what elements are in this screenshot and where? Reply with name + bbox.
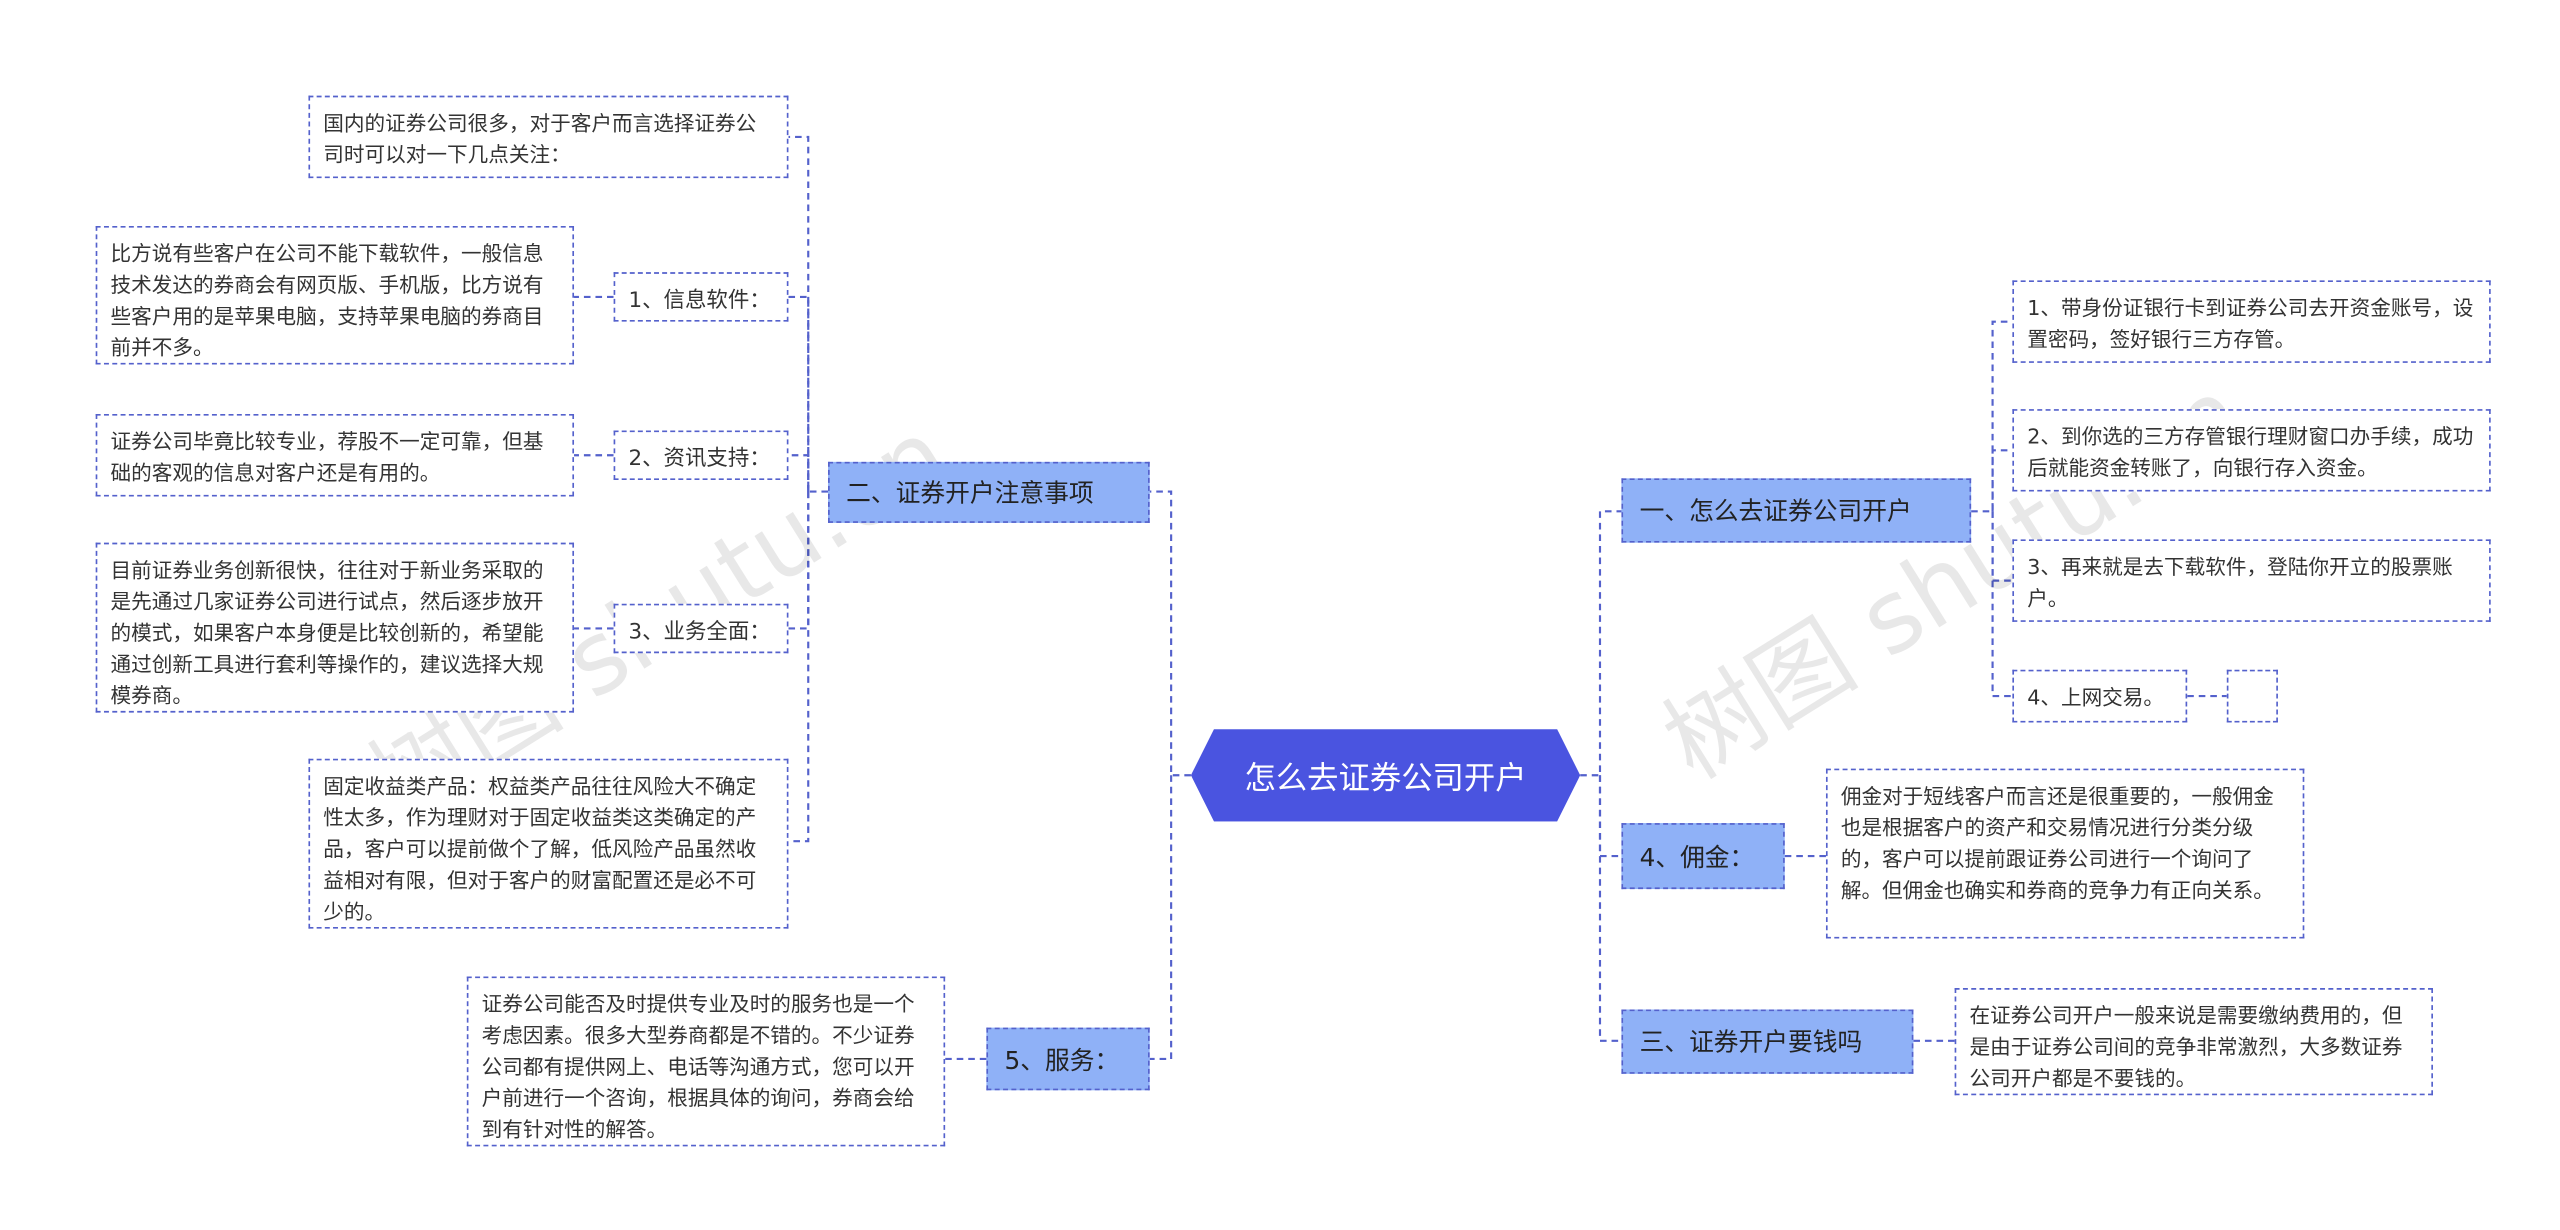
branch-service[interactable]: 5、服务： bbox=[986, 1027, 1150, 1091]
sub-info-software[interactable]: 1、信息软件： bbox=[613, 272, 789, 322]
leaf-commission[interactable]: 佣金对于短线客户而言还是很重要的，一般佣金也是根据客户的资产和交易情况进行分类分… bbox=[1825, 768, 2305, 939]
leaf-fixed-income[interactable]: 固定收益类产品：权益类产品往往风险大不确定性太多，作为理财对于固定收益类这类确定… bbox=[308, 758, 789, 929]
step-3[interactable]: 3、再来就是去下载软件，登陆你开立的股票账户。 bbox=[2012, 539, 2491, 622]
step-4[interactable]: 4、上网交易。 bbox=[2012, 669, 2188, 723]
step-2[interactable]: 2、到你选的三方存管银行理财窗口办手续，成功后就能资金转账了，向银行存入资金。 bbox=[2012, 409, 2491, 492]
leaf-business-range[interactable]: 目前证券业务创新很快，往往对于新业务采取的是先通过几家证券公司进行试点，然后逐步… bbox=[95, 542, 575, 713]
empty-node[interactable] bbox=[2226, 669, 2278, 723]
root-topic[interactable]: 怎么去证券公司开户 bbox=[1191, 729, 1580, 821]
branch-account-fee[interactable]: 三、证券开户要钱吗 bbox=[1621, 1009, 1914, 1074]
leaf-info-support[interactable]: 证券公司毕竟比较专业，荐股不一定可靠，但基础的客观的信息对客户还是有用的。 bbox=[95, 414, 575, 497]
sub-info-support[interactable]: 2、资讯支持： bbox=[613, 430, 789, 480]
branch-how-to-open[interactable]: 一、怎么去证券公司开户 bbox=[1621, 478, 1972, 543]
branch-commission[interactable]: 4、佣金： bbox=[1621, 823, 1785, 890]
leaf-service[interactable]: 证券公司能否及时提供专业及时的服务也是一个考虑因素。很多大型券商都是不错的。不少… bbox=[466, 976, 946, 1147]
sub-business-range[interactable]: 3、业务全面： bbox=[613, 603, 789, 654]
step-1[interactable]: 1、带身份证银行卡到证券公司去开资金账号，设置密码，签好银行三方存管。 bbox=[2012, 280, 2491, 363]
branch-account-notes[interactable]: 二、证券开户注意事项 bbox=[828, 461, 1150, 523]
notes-intro[interactable]: 国内的证券公司很多，对于客户而言选择证券公司时可以对一下几点关注： bbox=[308, 95, 789, 179]
leaf-info-software[interactable]: 比方说有些客户在公司不能下载软件，一般信息技术发达的券商会有网页版、手机版，比方… bbox=[95, 225, 575, 365]
leaf-account-fee[interactable]: 在证券公司开户一般来说是需要缴纳费用的，但是由于证券公司间的竞争非常激烈，大多数… bbox=[1954, 988, 2433, 1096]
